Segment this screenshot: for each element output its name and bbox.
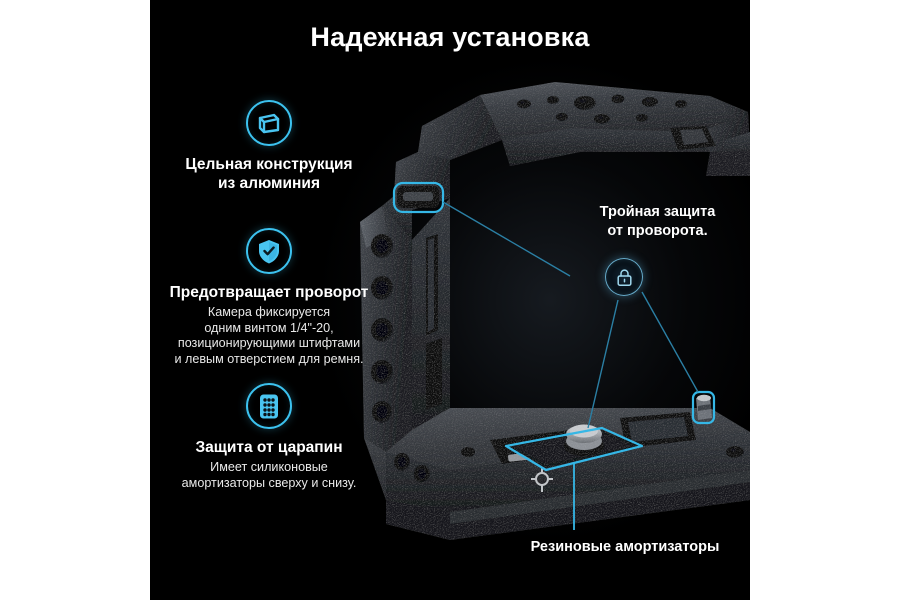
feature-body: Камера фиксируется одним винтом 1/4"-20,… (174, 305, 364, 366)
letterbox-right (750, 0, 900, 600)
feature-title: Цельная конструкция из алюминия (185, 156, 353, 192)
callout-anti-twist-label: Тройная защита от проворота. (599, 204, 716, 239)
feature-anti-twist: Предотвращает проворот Камера фиксируетс… (150, 228, 394, 367)
feature-aluminium: Цельная конструкция из алюминия (150, 100, 394, 193)
feature-body: Имеет силиконовые амортизаторы сверху и … (181, 460, 357, 490)
lock-icon (605, 258, 643, 296)
feature-scratch-protection: Защита от царапин Имеет силиконовые амор… (150, 383, 394, 491)
letterbox-left (0, 0, 150, 600)
callout-rubber-pads-label: Резиновые амортизаторы (530, 539, 720, 555)
page-title: Надежная установка (310, 22, 590, 52)
product-image-panel: Надежная установка Цельная конструкция и… (150, 0, 750, 600)
aluminium-box-icon (246, 100, 292, 146)
feature-title: Предотвращает проворот (169, 284, 369, 301)
silicone-pad-icon (246, 383, 292, 429)
feature-title: Защита от царапин (195, 439, 343, 456)
shield-check-icon (246, 228, 292, 274)
